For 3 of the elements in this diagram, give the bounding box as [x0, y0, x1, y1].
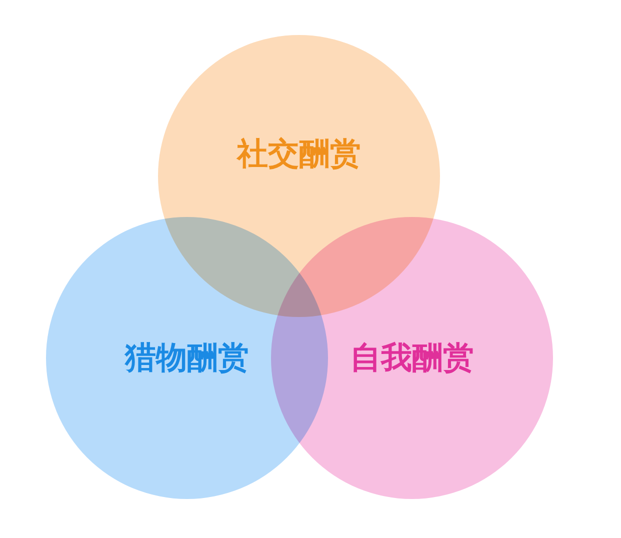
circle-label: 社交酬赏: [237, 135, 361, 174]
circle-label: 猎物酬赏: [125, 339, 249, 378]
circle-label: 自我酬赏: [350, 339, 474, 378]
